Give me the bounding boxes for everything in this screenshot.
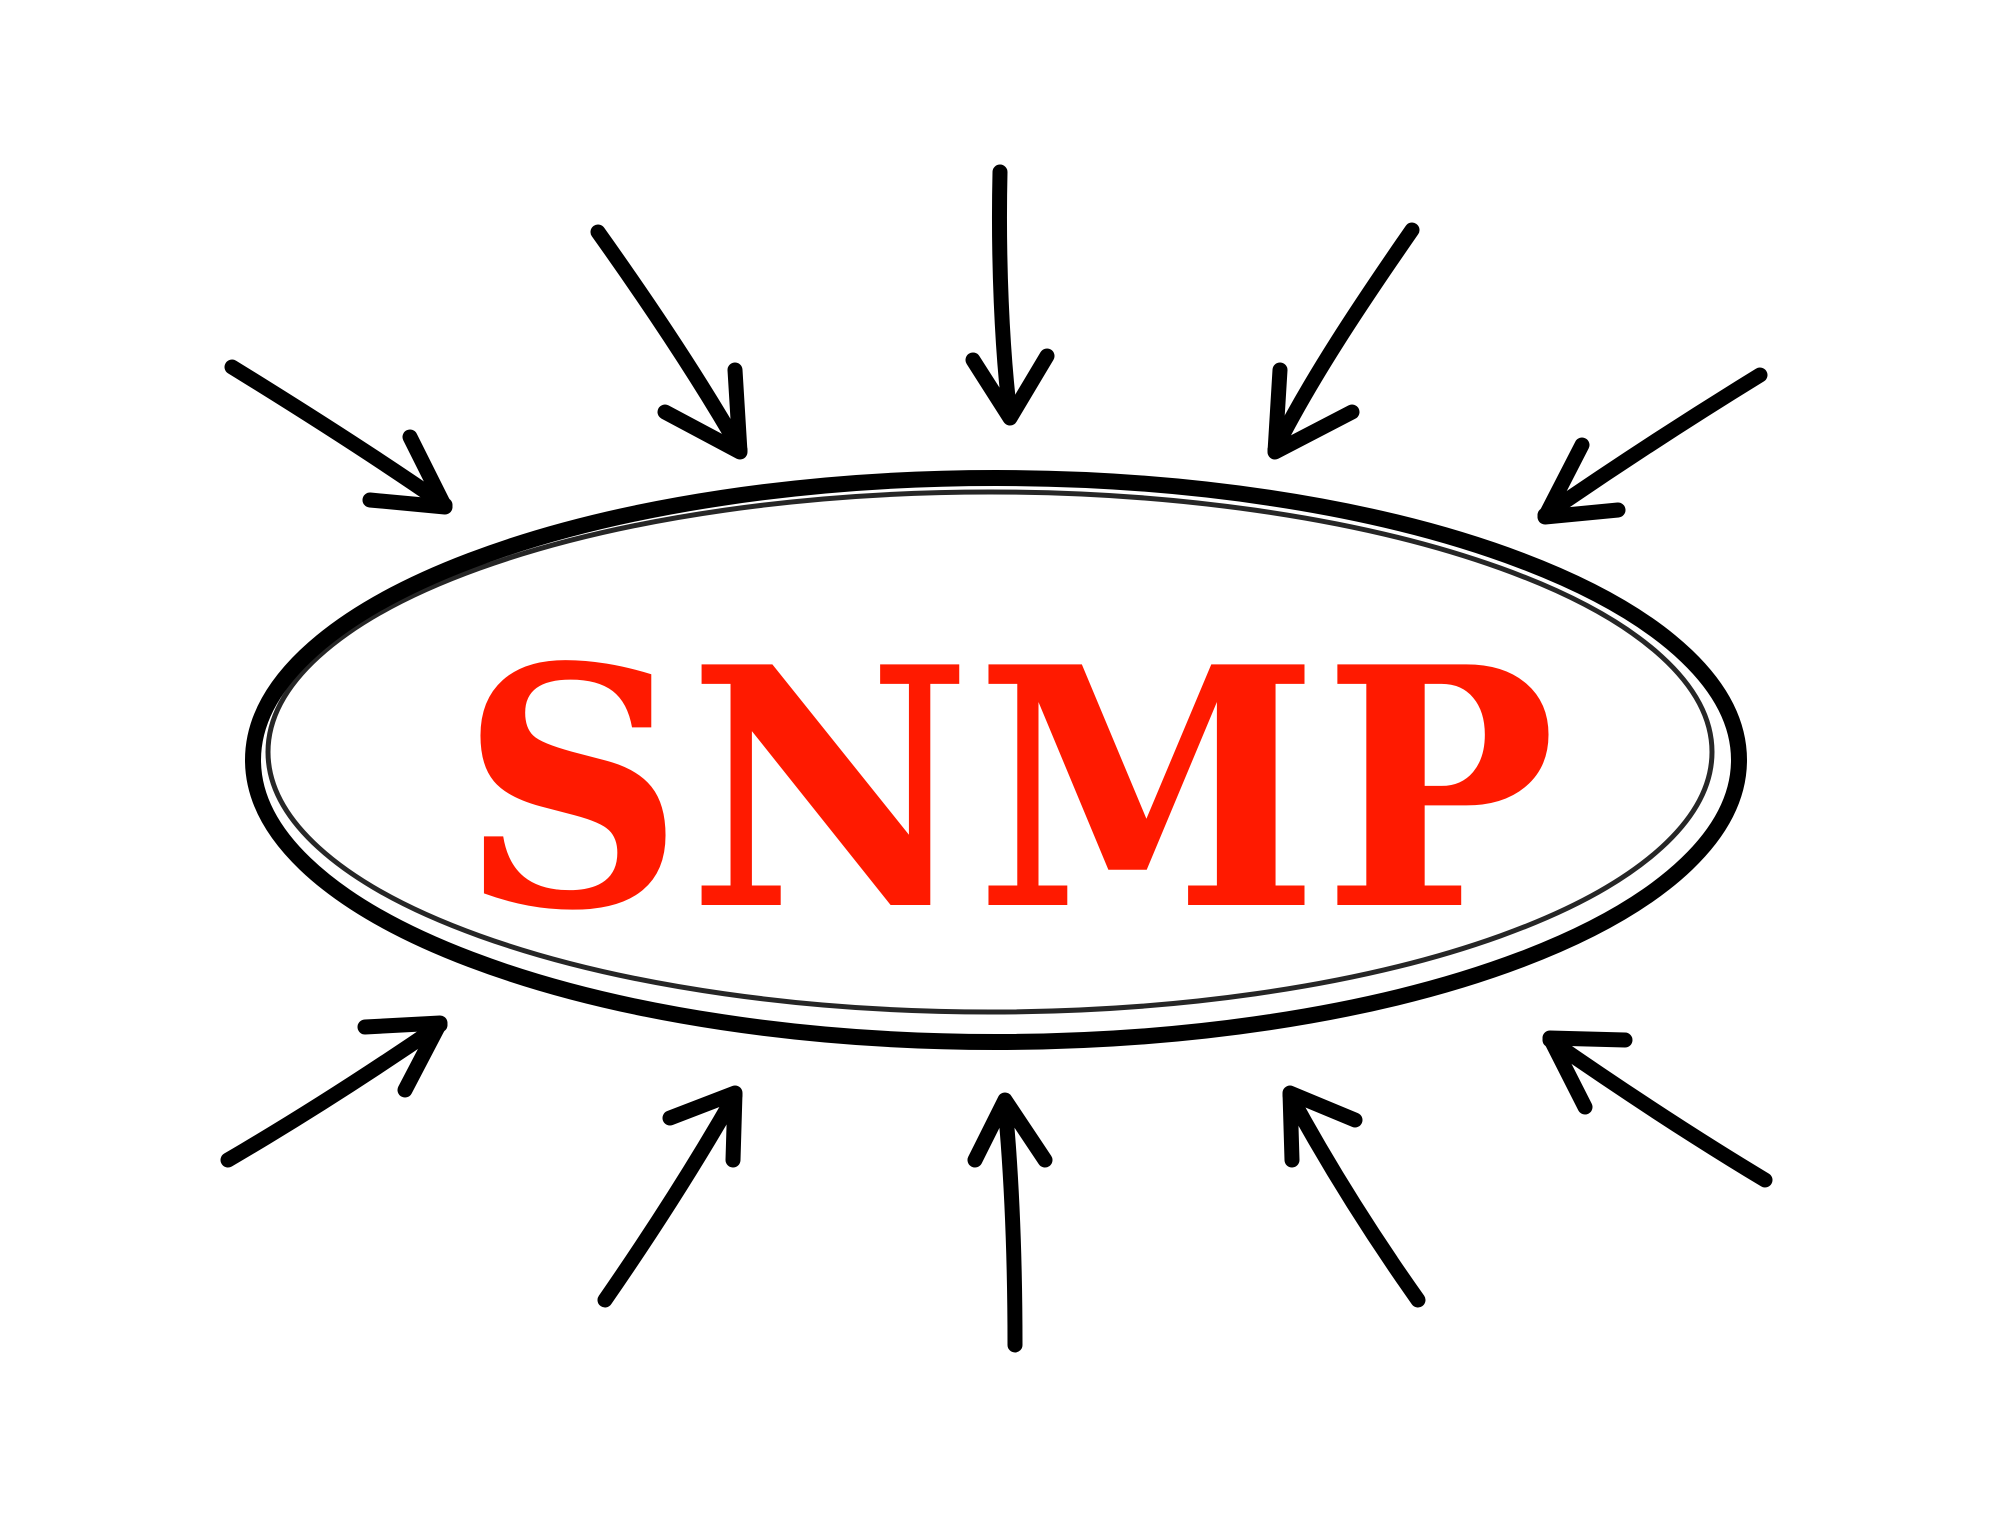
arrow-icon <box>967 1092 1053 1353</box>
oval-outline <box>245 470 1747 1050</box>
arrow-icon <box>220 1015 448 1168</box>
snmp-title: SNMP <box>460 595 1560 983</box>
oval-stroke-inner <box>265 489 1715 1015</box>
arrows <box>220 164 1773 1353</box>
arrow-icon <box>224 359 453 515</box>
oval-stroke-outer <box>245 470 1747 1050</box>
arrow-icon <box>1267 222 1420 460</box>
arrow-icon <box>590 224 748 460</box>
arrow-icon <box>597 1085 743 1308</box>
arrow-icon <box>965 164 1055 426</box>
arrow-icon <box>1542 1030 1773 1188</box>
arrow-icon <box>1537 367 1768 525</box>
arrow-icon <box>1282 1085 1426 1308</box>
